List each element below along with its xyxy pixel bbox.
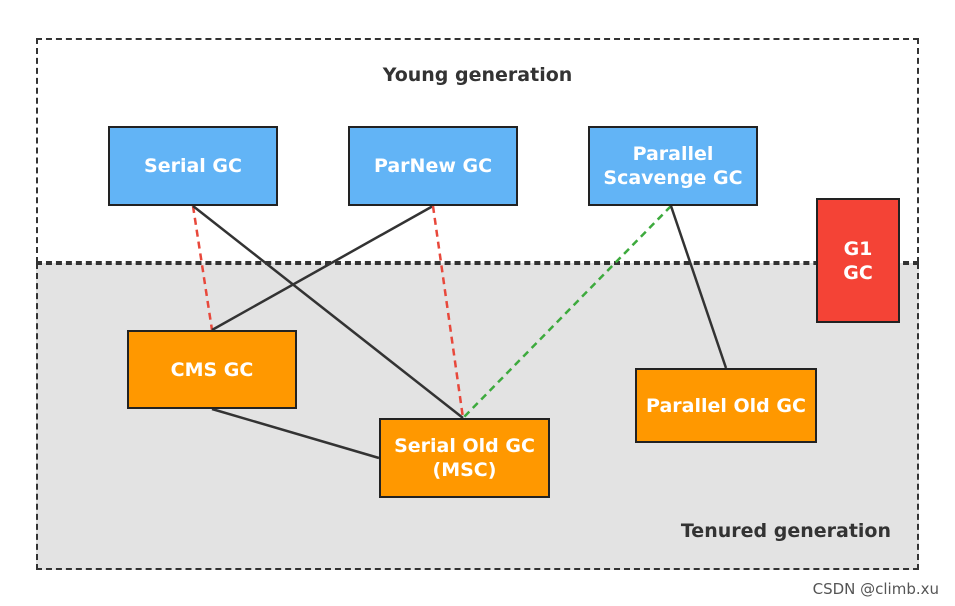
link-cms-to-serial_old [211,407,380,460]
parallel-old-gc-box: Parallel Old GC [635,368,817,443]
g1-gc-box: G1 GC [816,198,900,323]
tenured-generation-label: Tenured generation [680,520,891,542]
parallel-scavenge-gc-box: Parallel Scavenge GC [588,126,758,206]
parnew-gc-box: ParNew GC [348,126,518,206]
link-parnew-to-cms [211,204,434,332]
link-serial-to-cms [191,205,214,331]
link-serial-to-serial_old [192,205,464,419]
link-parnew-to-serial_old [431,205,465,419]
link-parallel_scavenge-to-serial_old [462,205,672,419]
cms-gc-box: CMS GC [127,330,297,409]
watermark: CSDN @climb.xu [812,580,939,598]
young-generation-label: Young generation [382,64,573,86]
link-parallel_scavenge-to-parallel_old [669,205,728,369]
serial-old-gc-box: Serial Old GC (MSC) [379,418,550,498]
serial-gc-box: Serial GC [108,126,278,206]
